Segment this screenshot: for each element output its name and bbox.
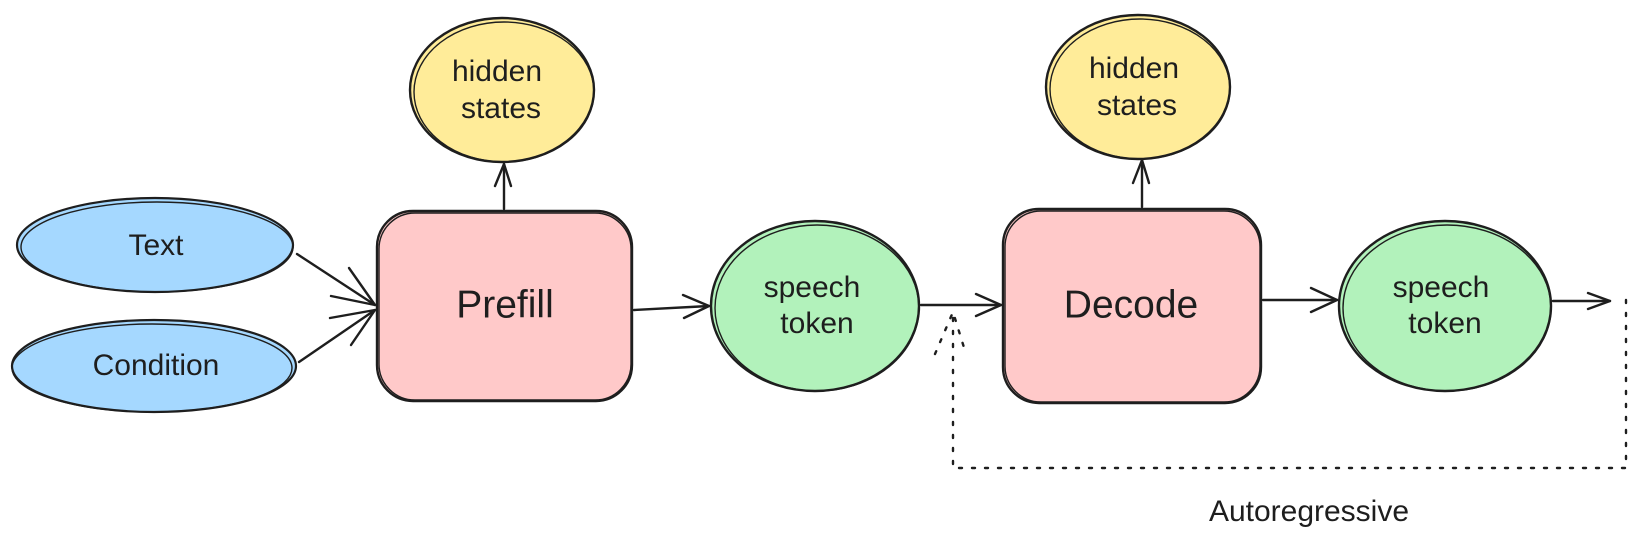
hidden-states-1-line1: hidden [452, 55, 542, 88]
prefill-sketch-line [378, 212, 632, 401]
arrow-speech-token-1-to-decode [919, 292, 1003, 318]
condition-input-sketch-line [11, 323, 293, 413]
arrow-speech-token-2-output [1551, 291, 1612, 311]
hidden-states-2-node: hidden states [1044, 13, 1232, 161]
decode-label: Decode [1064, 283, 1198, 326]
autoregressive-loop-arrow [933, 298, 1628, 470]
arrow-prefill-to-speech-token-1 [632, 293, 711, 320]
speech-token-1-line1: speech [764, 271, 861, 304]
text-input-label: Text [128, 229, 184, 262]
speech-token-1-sketch-line [714, 224, 920, 392]
arrow-condition-to-prefill [297, 308, 377, 364]
hidden-states-2-shape [1044, 13, 1232, 161]
hidden-states-1-line2: states [461, 92, 541, 125]
hidden-states-1-sketch-line [413, 21, 595, 163]
condition-input-node: Condition [10, 318, 298, 414]
hidden-states-2-sketch-line [1049, 18, 1231, 160]
arrow-text-to-prefill [295, 252, 377, 307]
speech-token-2-node: speech token [1337, 219, 1553, 393]
prefill-shape [375, 209, 634, 403]
decode-shape [1001, 207, 1263, 405]
text-input-node: Text [15, 196, 295, 294]
arrow-decode-to-speech-token-2 [1261, 286, 1339, 314]
speech-token-2-line2: token [1408, 307, 1481, 340]
arrow-decode-to-hidden-states-2 [1131, 158, 1151, 209]
speech-token-1-line2: token [780, 307, 853, 340]
speech-token-2-sketch-line [1342, 224, 1552, 392]
text-input-sketch-line [20, 201, 294, 293]
prefill-label: Prefill [456, 283, 554, 326]
decode-node: Decode [1001, 207, 1263, 405]
speech-token-1-node: speech token [709, 219, 921, 393]
autoregressive-label: Autoregressive [1209, 495, 1409, 528]
hidden-states-1-node: hidden states [408, 16, 596, 164]
arrow-prefill-to-hidden-states-1 [493, 162, 513, 211]
hidden-states-2-line1: hidden [1089, 52, 1179, 85]
speech-token-2-line1: speech [1393, 271, 1490, 304]
condition-input-label: Condition [93, 349, 220, 382]
hidden-states-2-line2: states [1097, 89, 1177, 122]
prefill-node: Prefill [375, 209, 634, 403]
hidden-states-1-shape [408, 16, 596, 164]
decode-sketch-line [1004, 210, 1261, 403]
